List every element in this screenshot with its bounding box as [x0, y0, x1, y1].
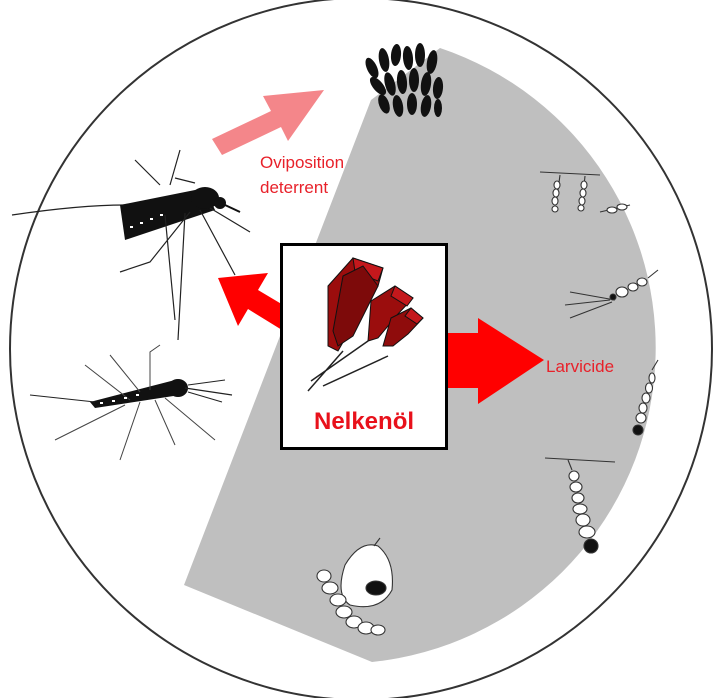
clove-oil-box: Nelkenöl — [280, 243, 448, 450]
oviposition-label-line2: deterrent — [260, 178, 328, 197]
clove-icon — [283, 246, 445, 406]
clove-oil-label: Nelkenöl — [283, 408, 445, 436]
oviposition-label: Oviposition deterrent — [260, 150, 344, 200]
oviposition-label-line1: Oviposition — [260, 153, 344, 172]
larvicide-label: Larvicide — [546, 356, 614, 378]
